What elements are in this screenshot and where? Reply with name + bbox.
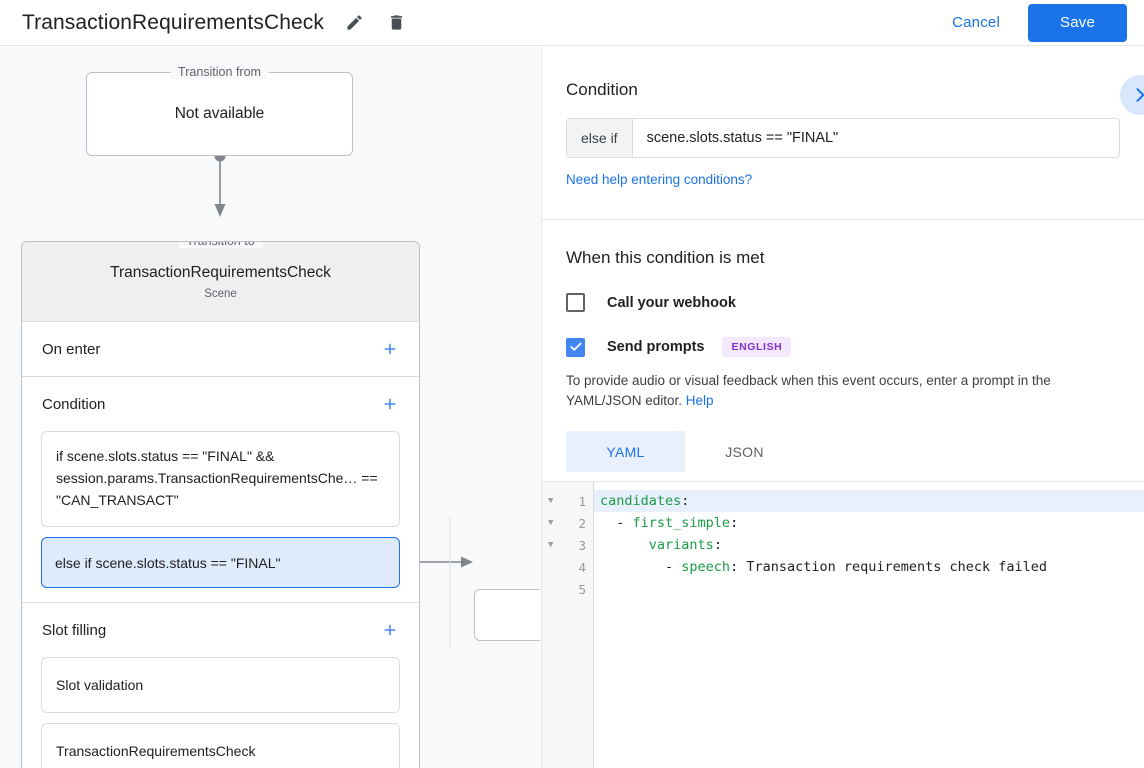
gutter-line: 5 (542, 578, 593, 600)
condition-block: Condition else if scene.slots.status == … (542, 47, 1144, 219)
detail-divider (542, 219, 1144, 220)
section-slot-filling: Slot filling Slot validation Transaction… (22, 603, 419, 768)
code-indent: - (600, 515, 633, 531)
code-line[interactable]: - speech: Transaction requirements check… (594, 556, 1144, 578)
webhook-row[interactable]: Call your webhook (566, 293, 1120, 312)
send-prompts-label: Send prompts (607, 339, 705, 355)
slot-filling-item-transaction[interactable]: TransactionRequirementsCheck (41, 723, 400, 768)
add-on-enter-icon[interactable] (379, 338, 401, 360)
code-line[interactable]: - first_simple: (594, 512, 1144, 534)
fold-arrow-icon[interactable]: ▼ (548, 518, 554, 528)
code-line[interactable] (594, 578, 1144, 600)
page-title: TransactionRequirementsCheck (22, 10, 324, 34)
scene-graph-pane: Transition from Not available Transition… (0, 47, 540, 768)
code-colon: : (730, 515, 739, 531)
cancel-button[interactable]: Cancel (952, 14, 1000, 31)
tab-json[interactable]: JSON (725, 443, 764, 460)
gutter-line: ▼ 2 (542, 512, 593, 534)
condition-item-else-if[interactable]: else if scene.slots.status == "FINAL" (41, 537, 400, 588)
code-colon: : (681, 493, 690, 509)
save-button[interactable]: Save (1028, 3, 1127, 42)
editor-code-area[interactable]: candidates: - first_simple: variants: - … (594, 482, 1144, 768)
condition-prefix-label: else if (567, 119, 633, 157)
section-header-slot-filling: Slot filling (22, 603, 419, 657)
yaml-editor[interactable]: ▼ 1 ▼ 2 ▼ 3 4 5 candidates: - f (542, 481, 1144, 768)
section-header-on-enter: On enter (22, 322, 419, 376)
trash-icon[interactable] (384, 11, 408, 35)
gutter-line: 4 (542, 556, 593, 578)
tab-yaml[interactable]: YAML (566, 431, 685, 472)
code-key: candidates (600, 493, 682, 509)
language-badge: ENGLISH (722, 337, 792, 357)
section-title-on-enter: On enter (42, 340, 101, 358)
condition-expression-input[interactable]: scene.slots.status == "FINAL" (646, 130, 839, 146)
section-condition: Condition if scene.slots.status == "FINA… (22, 377, 419, 603)
section-header-condition: Condition (22, 377, 419, 431)
scene-name: TransactionRequirementsCheck (110, 263, 331, 281)
fold-arrow-icon[interactable]: ▼ (548, 540, 554, 550)
line-number: 4 (578, 559, 586, 575)
code-value: Transaction requirements check failed (738, 559, 1048, 575)
editor-gutter: ▼ 1 ▼ 2 ▼ 3 4 5 (542, 482, 594, 768)
fold-arrow-icon[interactable]: ▼ (548, 496, 554, 506)
send-prompts-row[interactable]: Send prompts ENGLISH (566, 337, 1120, 357)
section-title-slot-filling: Slot filling (42, 621, 107, 639)
condition-heading: Condition (566, 80, 638, 99)
transition-from-legend: Transition from (170, 65, 269, 79)
call-webhook-checkbox[interactable] (566, 293, 585, 312)
target-node-partial[interactable] (474, 589, 540, 641)
code-key: first_simple (632, 515, 731, 531)
call-webhook-label: Call your webhook (607, 294, 736, 311)
send-prompts-checkbox[interactable] (566, 337, 585, 357)
slot-filling-list: Slot validation TransactionRequirementsC… (22, 657, 419, 768)
condition-item-if[interactable]: if scene.slots.status == "FINAL" && sess… (41, 431, 400, 527)
transition-to-legend: Transition to (178, 242, 263, 248)
gutter-line: ▼ 1 (542, 490, 593, 512)
slot-filling-item-validation[interactable]: Slot validation (41, 657, 400, 713)
section-title-condition: Condition (42, 395, 106, 413)
line-number: 5 (578, 581, 586, 597)
line-number: 2 (578, 515, 586, 531)
code-line[interactable]: candidates: (594, 490, 1144, 512)
code-indent: - (600, 559, 682, 575)
transition-from-value: Not available (174, 105, 265, 122)
add-slot-filling-icon[interactable] (379, 619, 401, 641)
condition-list: if scene.slots.status == "FINAL" && sess… (22, 431, 419, 602)
code-key: variants (648, 537, 714, 553)
pencil-icon[interactable] (342, 11, 366, 35)
condition-input-row[interactable]: else if scene.slots.status == "FINAL" (566, 118, 1120, 158)
section-on-enter: On enter (22, 322, 419, 377)
condition-help-link[interactable]: Need help entering conditions? (566, 172, 753, 187)
code-colon: : (730, 559, 739, 575)
scene-card: Transition to TransactionRequirementsChe… (21, 241, 420, 768)
editor-format-tabs: YAML JSON (566, 431, 1120, 472)
code-line[interactable]: variants: (594, 534, 1144, 556)
code-indent (600, 537, 649, 553)
code-key: speech (681, 559, 731, 575)
when-condition-met-heading: When this condition is met (566, 248, 765, 267)
when-condition-met-block: When this condition is met Call your web… (542, 220, 1144, 472)
gutter-line: ▼ 3 (542, 534, 593, 556)
prompts-help-link[interactable]: Help (685, 393, 714, 408)
scene-type: Scene (204, 287, 237, 300)
code-colon: : (713, 537, 722, 553)
prompts-description-text: To provide audio or visual feedback when… (566, 373, 1051, 408)
add-condition-icon[interactable] (379, 393, 401, 415)
detail-pane: Condition else if scene.slots.status == … (541, 47, 1144, 768)
scene-card-header[interactable]: Transition to TransactionRequirementsChe… (22, 242, 419, 322)
app-header: TransactionRequirementsCheck Cancel Save (0, 0, 1144, 46)
line-number: 3 (578, 537, 586, 553)
line-number: 1 (578, 493, 586, 509)
transition-from-node[interactable]: Transition from Not available (86, 65, 353, 156)
prompts-description: To provide audio or visual feedback when… (566, 371, 1120, 411)
